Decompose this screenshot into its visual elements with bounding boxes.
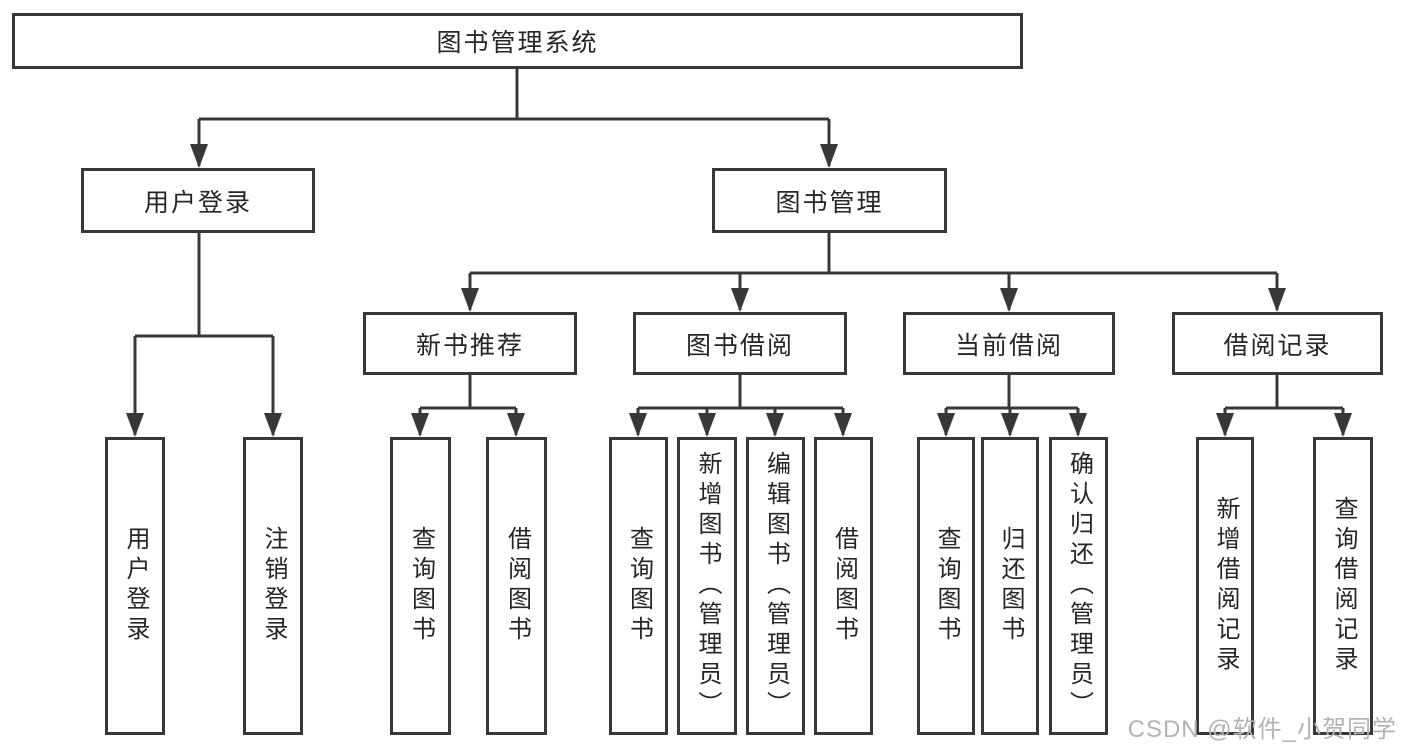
leaf-logout: 注销登录 bbox=[243, 437, 303, 735]
node-book-borrow-label: 图书借阅 bbox=[685, 331, 794, 360]
leaf-confirm-return-admin-label: 确认归还（管理员） bbox=[1065, 451, 1093, 721]
node-book-management: 图书管理 bbox=[712, 168, 947, 233]
node-new-book-recommend-label: 新书推荐 bbox=[415, 331, 524, 360]
node-borrow-records: 借阅记录 bbox=[1172, 312, 1383, 375]
leaf-query-books-1: 查询图书 bbox=[390, 437, 451, 735]
leaf-query-books-3: 查询图书 bbox=[917, 437, 975, 735]
leaf-add-borrow-record: 新增借阅记录 bbox=[1196, 437, 1254, 735]
leaf-borrow-books-1: 借阅图书 bbox=[486, 437, 547, 735]
connector-borrow-group bbox=[636, 375, 845, 435]
leaf-add-borrow-record-label: 新增借阅记录 bbox=[1212, 496, 1239, 676]
leaf-user-login-label: 用户登录 bbox=[122, 526, 149, 646]
node-borrow-records-label: 借阅记录 bbox=[1223, 331, 1332, 360]
node-new-book-recommend: 新书推荐 bbox=[363, 312, 577, 375]
node-user-login-label: 用户登录 bbox=[143, 188, 252, 217]
arrowheads bbox=[126, 144, 1352, 437]
node-book-management-label: 图书管理 bbox=[775, 188, 884, 217]
node-user-login: 用户登录 bbox=[81, 168, 315, 233]
leaf-query-borrow-record-label: 查询借阅记录 bbox=[1330, 496, 1357, 676]
connector-bookmgmt-to-level3 bbox=[468, 233, 1279, 310]
connector-root-to-level2 bbox=[197, 69, 831, 166]
node-root-label: 图书管理系统 bbox=[436, 29, 599, 57]
leaf-borrow-books-2: 借阅图书 bbox=[814, 437, 873, 735]
connector-records-group bbox=[1223, 375, 1345, 435]
leaf-return-books-label: 归还图书 bbox=[997, 526, 1024, 646]
leaf-query-books-1-label: 查询图书 bbox=[407, 526, 435, 646]
node-book-borrow: 图书借阅 bbox=[633, 312, 847, 375]
watermark: CSDN @软件_小贺同学 bbox=[1127, 716, 1397, 743]
leaf-borrow-books-1-label: 借阅图书 bbox=[503, 526, 531, 646]
leaf-query-books-2: 查询图书 bbox=[609, 437, 668, 735]
node-root: 图书管理系统 bbox=[12, 13, 1023, 69]
leaf-edit-books-admin: 编辑图书（管理员） bbox=[746, 437, 805, 735]
leaf-add-books-admin-label: 新增图书（管理员） bbox=[694, 451, 721, 721]
leaf-query-borrow-record: 查询借阅记录 bbox=[1313, 437, 1373, 735]
leaf-add-books-admin: 新增图书（管理员） bbox=[677, 437, 737, 735]
leaf-query-books-2-label: 查询图书 bbox=[625, 526, 653, 646]
leaf-return-books: 归还图书 bbox=[981, 437, 1039, 735]
leaf-borrow-books-2-label: 借阅图书 bbox=[830, 526, 858, 646]
connector-userlogin-group bbox=[133, 233, 275, 435]
leaf-query-books-3-label: 查询图书 bbox=[933, 526, 960, 646]
leaf-confirm-return-admin: 确认归还（管理员） bbox=[1049, 437, 1108, 735]
connector-newbook-group bbox=[418, 375, 518, 435]
leaf-logout-label: 注销登录 bbox=[260, 526, 287, 646]
leaf-user-login: 用户登录 bbox=[105, 437, 165, 735]
leaf-edit-books-admin-label: 编辑图书（管理员） bbox=[762, 451, 790, 721]
node-current-borrow-label: 当前借阅 bbox=[954, 331, 1063, 360]
node-current-borrow: 当前借阅 bbox=[903, 312, 1115, 375]
